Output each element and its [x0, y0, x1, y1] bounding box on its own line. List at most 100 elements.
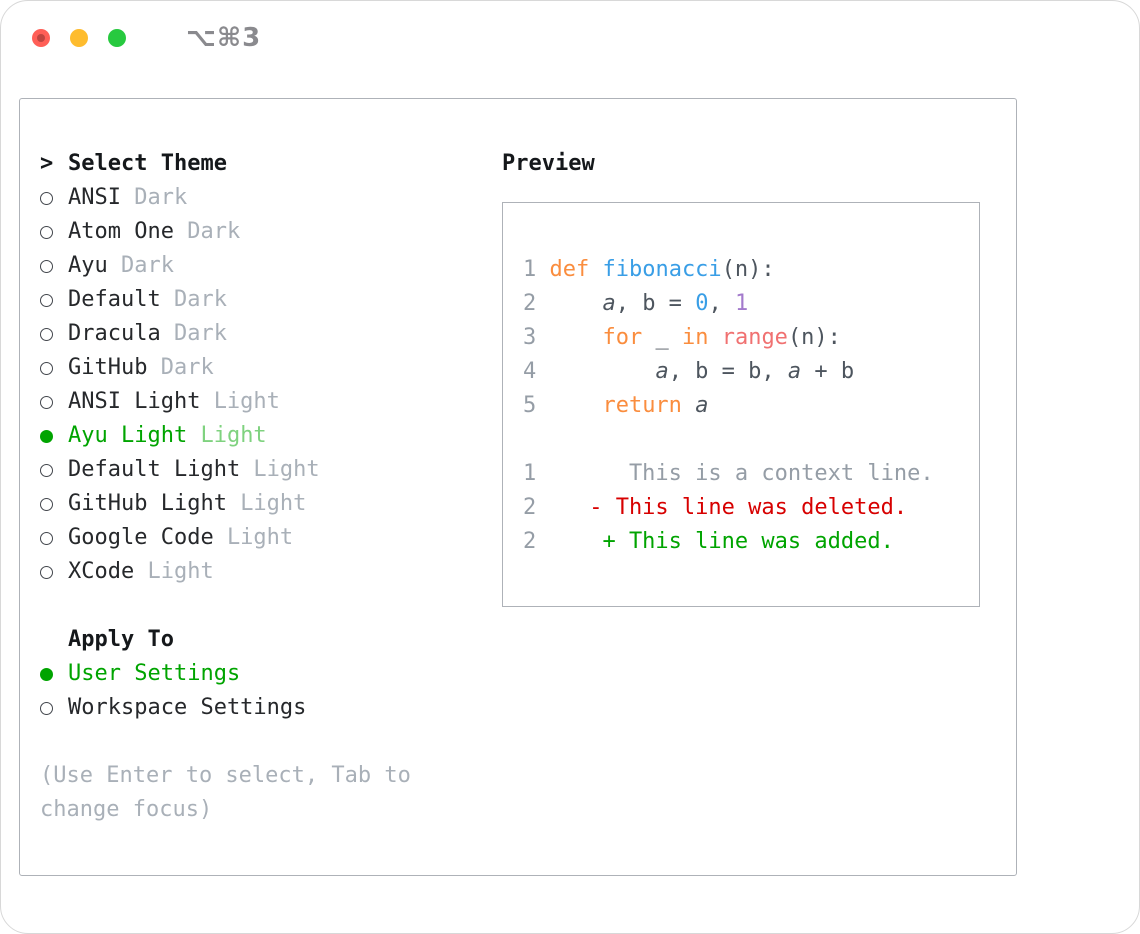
- radio-icon: [40, 327, 53, 341]
- line-number: 2: [523, 529, 537, 554]
- theme-variant: Dark: [173, 321, 227, 346]
- titlebar: ⌥⌘3: [1, 1, 1139, 75]
- diff-block: 1 This is a context line.2 - This line w…: [523, 457, 979, 559]
- diff-line-ctx: 1 This is a context line.: [523, 457, 979, 491]
- theme-variant: Light: [240, 491, 307, 516]
- apply-to-title: Apply To: [68, 627, 174, 652]
- theme-name: Dracula: [68, 321, 161, 346]
- code-line: 2 a, b = 0, 1: [523, 287, 979, 321]
- theme-variant: Light: [200, 423, 267, 448]
- theme-variant: Light: [147, 559, 214, 584]
- theme-variant: Dark: [160, 355, 214, 380]
- section-spacer: [40, 589, 480, 623]
- radio-icon: [40, 293, 53, 307]
- theme-option[interactable]: ANSI Dark: [40, 181, 480, 215]
- theme-variant: Dark: [187, 219, 241, 244]
- diff-text: + This line was added.: [549, 529, 894, 554]
- line-number: 1: [523, 257, 537, 282]
- radio-icon: [40, 701, 53, 715]
- radio-icon: [40, 463, 53, 477]
- theme-name: GitHub Light: [68, 491, 227, 516]
- code-text: return a: [602, 393, 709, 418]
- theme-variant: Dark: [173, 287, 227, 312]
- theme-name: Ayu: [68, 253, 108, 278]
- code-text: for _ in range(n):: [602, 325, 841, 350]
- prompt-icon: >: [40, 151, 54, 176]
- code-diff-spacer: [523, 423, 979, 457]
- theme-option[interactable]: Google Code Light: [40, 521, 480, 555]
- theme-name: ANSI: [68, 185, 121, 210]
- code-text: a, b = 0, 1: [602, 291, 749, 316]
- code-line: 1 def fibonacci(n):: [523, 253, 979, 287]
- theme-name: GitHub: [68, 355, 148, 380]
- apply-option[interactable]: Workspace Settings: [40, 691, 480, 725]
- line-number: 2: [523, 495, 537, 520]
- apply-to-header: Apply To: [40, 623, 480, 657]
- code-text: a, b = b, a + b: [655, 359, 855, 384]
- theme-name: ANSI Light: [68, 389, 201, 414]
- radio-selected-icon: [40, 429, 53, 443]
- hint-text: (Use Enter to select, Tab to change focu…: [40, 763, 411, 822]
- radio-icon: [40, 565, 53, 579]
- theme-name: Ayu Light: [68, 423, 188, 448]
- theme-option[interactable]: Default Light Light: [40, 453, 480, 487]
- radio-icon: [40, 531, 53, 545]
- theme-name: Google Code: [68, 525, 214, 550]
- line-number: 5: [523, 393, 537, 418]
- minimize-button[interactable]: [70, 29, 88, 47]
- theme-variant: Dark: [134, 185, 188, 210]
- apply-option-label: User Settings: [68, 661, 241, 686]
- diff-line-del: 2 - This line was deleted.: [523, 491, 979, 525]
- diff-text: This is a context line.: [549, 461, 934, 486]
- close-button[interactable]: [32, 29, 50, 47]
- theme-option[interactable]: Dracula Dark: [40, 317, 480, 351]
- theme-option[interactable]: XCode Light: [40, 555, 480, 589]
- zoom-button[interactable]: [108, 29, 126, 47]
- theme-list-header: > Select Theme: [40, 147, 480, 181]
- radio-icon: [40, 395, 53, 409]
- section-spacer: [40, 725, 480, 759]
- radio-icon: [40, 497, 53, 511]
- apply-option[interactable]: User Settings: [40, 657, 480, 691]
- preview-title: Preview: [502, 151, 595, 176]
- radio-selected-icon: [40, 667, 53, 681]
- code-line: 5 return a: [523, 389, 979, 423]
- radio-icon: [40, 361, 53, 375]
- radio-icon: [40, 191, 53, 205]
- line-number: 4: [523, 359, 537, 384]
- close-dot-icon: [37, 34, 45, 42]
- theme-name: Default Light: [68, 457, 241, 482]
- diff-text: - This line was deleted.: [549, 495, 908, 520]
- theme-name: XCode: [68, 559, 135, 584]
- theme-variant: Dark: [120, 253, 174, 278]
- code-line: 4 a, b = b, a + b: [523, 355, 979, 389]
- code-text: def fibonacci(n):: [549, 257, 775, 282]
- theme-option[interactable]: GitHub Dark: [40, 351, 480, 385]
- theme-option[interactable]: Ayu Dark: [40, 249, 480, 283]
- line-number: 2: [523, 291, 537, 316]
- apply-option-label: Workspace Settings: [68, 695, 307, 720]
- theme-list-title: Select Theme: [68, 151, 227, 176]
- radio-icon: [40, 225, 53, 239]
- line-number: 1: [523, 461, 537, 486]
- theme-option[interactable]: Atom One Dark: [40, 215, 480, 249]
- theme-option[interactable]: GitHub Light Light: [40, 487, 480, 521]
- radio-icon: [40, 259, 53, 273]
- theme-name: Atom One: [68, 219, 174, 244]
- code-line: 3 for _ in range(n):: [523, 321, 979, 355]
- line-number: 3: [523, 325, 537, 350]
- theme-variant: Light: [253, 457, 320, 482]
- window-title: ⌥⌘3: [186, 23, 262, 53]
- theme-option[interactable]: Ayu Light Light: [40, 419, 480, 453]
- theme-variant: Light: [226, 525, 294, 550]
